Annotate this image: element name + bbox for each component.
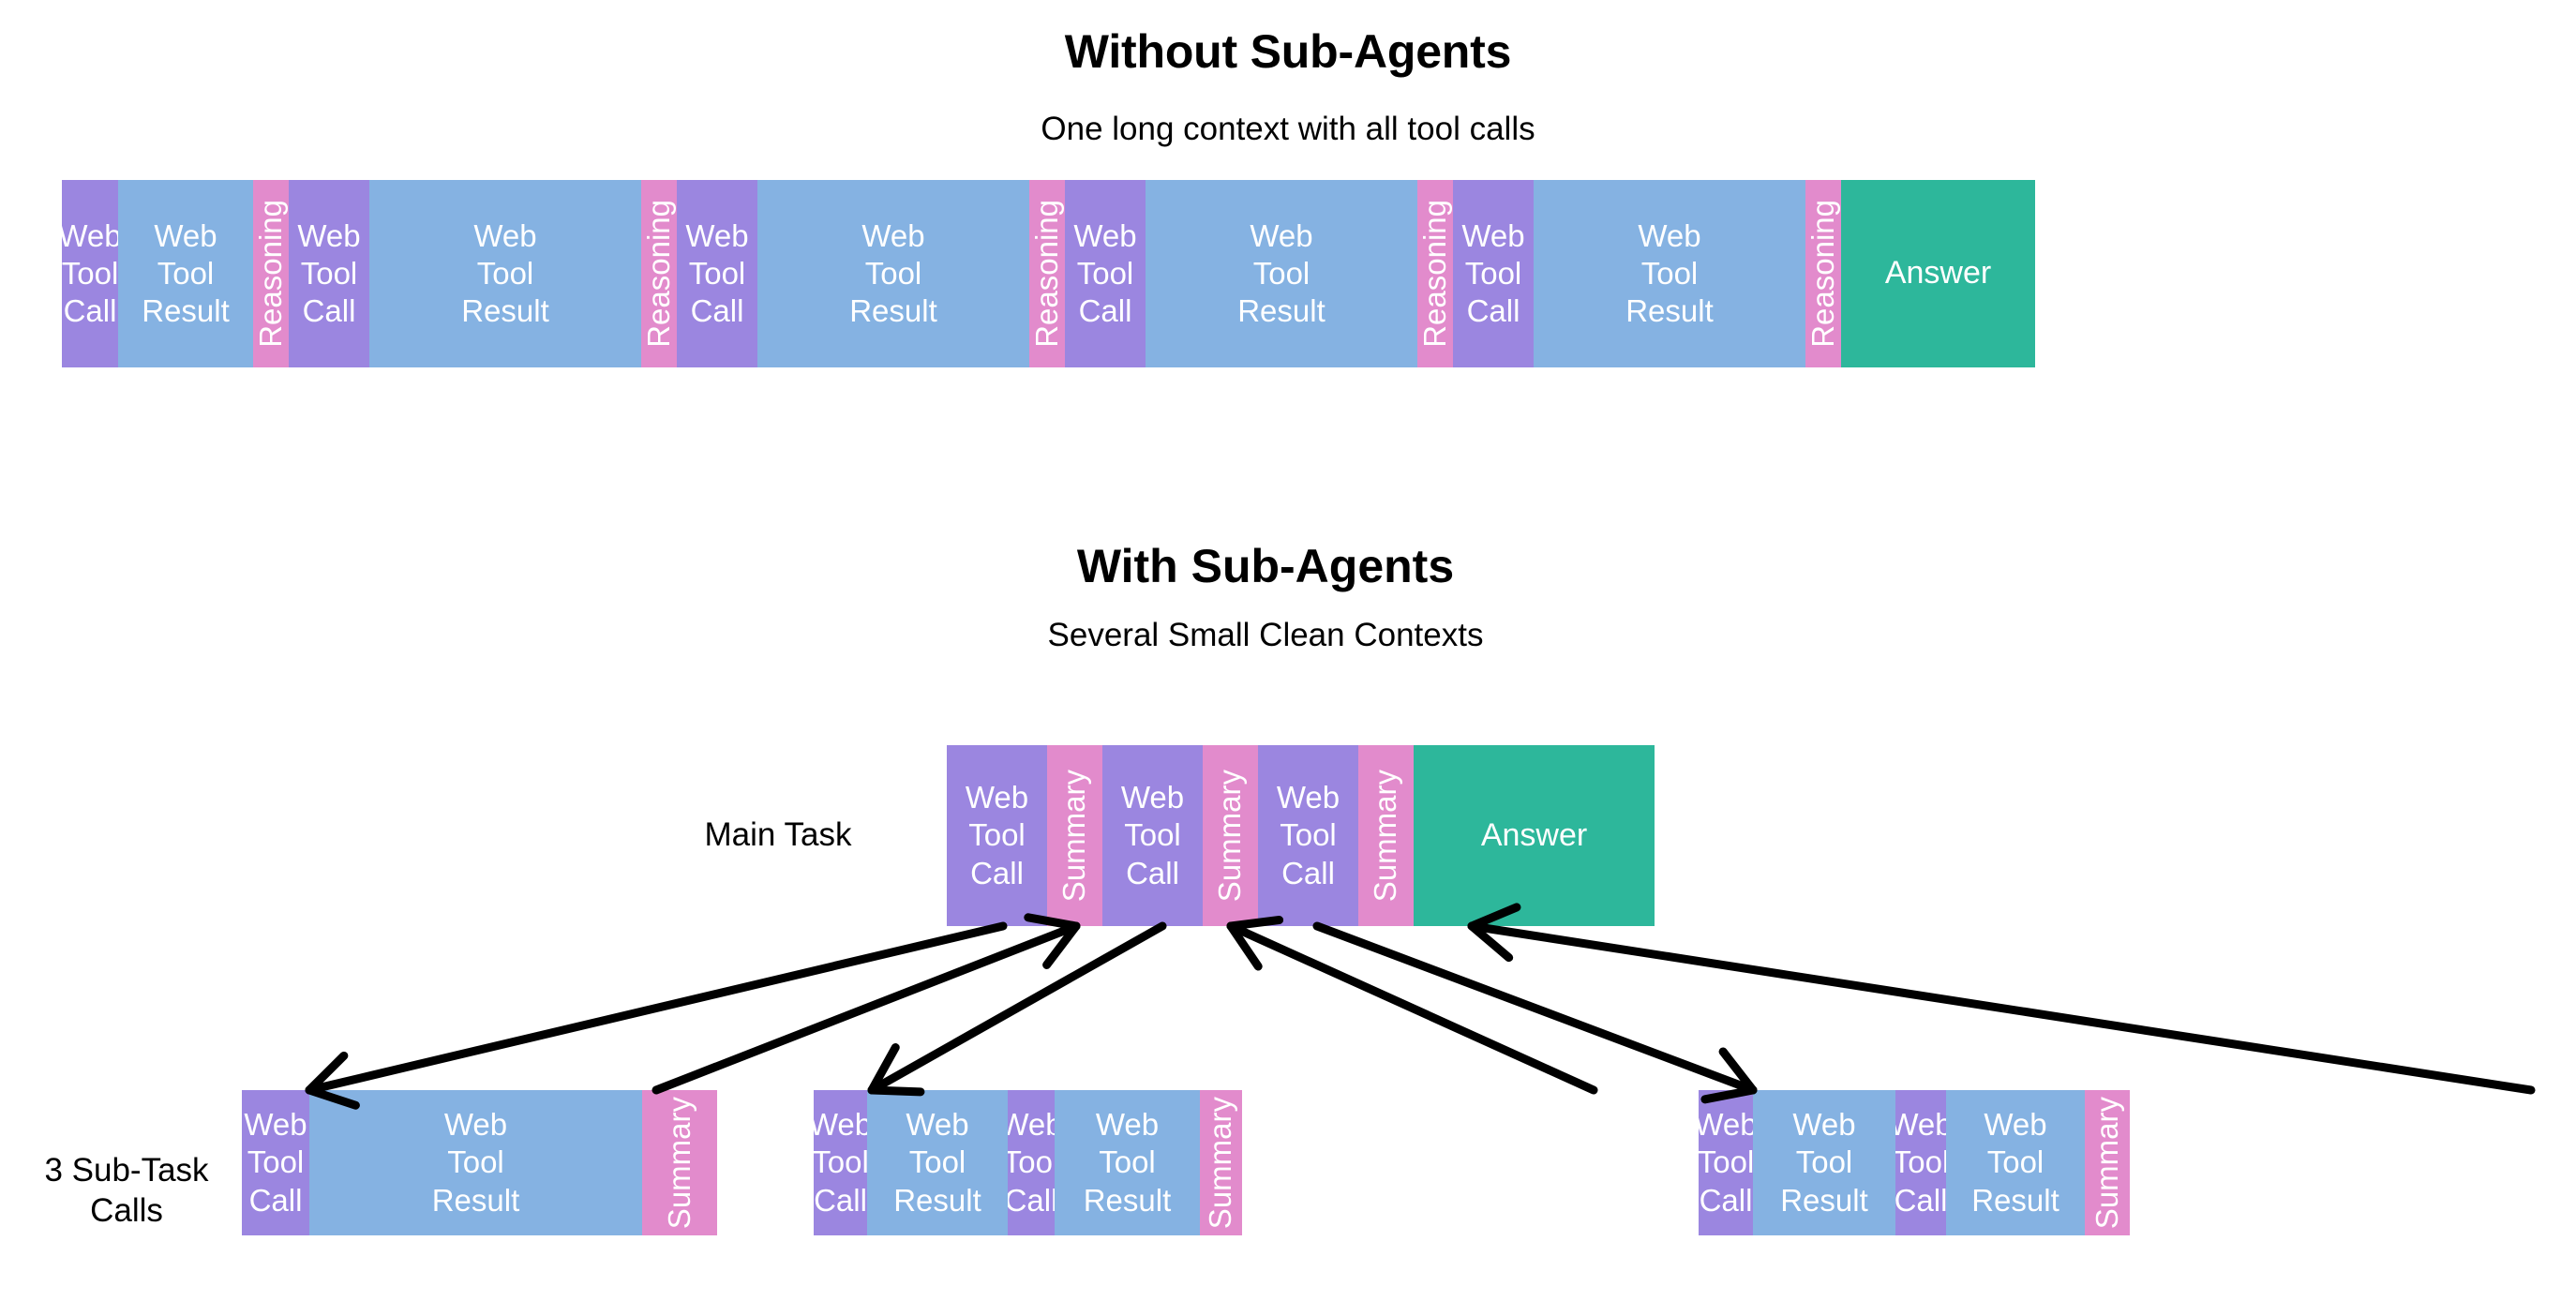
context-segment-summary: Summary — [1203, 745, 1258, 926]
context-segment-tool-call: Web Tool Call — [1699, 1090, 1753, 1235]
arrowhead-stroke — [1718, 1047, 1758, 1095]
with-subagents-subtitle: Several Small Clean Contexts — [1047, 617, 1484, 653]
subtask-calls-row-label: 3 Sub-Task Calls — [44, 1152, 209, 1229]
context-segment-label: Web Tool Call — [244, 1107, 307, 1218]
context-segment-label: Answer — [1884, 255, 1992, 292]
context-segment-label: Reasoning — [1805, 200, 1840, 348]
context-segment-reasoning: Reasoning — [1417, 180, 1453, 367]
context-segment-tool-result: Web Tool Result — [757, 180, 1029, 367]
subtask-bar-2: Web Tool Call Web Tool Result Web Tool Cal… — [814, 1090, 1242, 1235]
context-segment-label: Summary — [1212, 769, 1248, 903]
context-segment-tool-result: Web Tool Result — [309, 1090, 642, 1235]
context-segment-label: Reasoning — [1029, 200, 1064, 348]
context-segment-label: Web Tool Call — [965, 780, 1029, 890]
context-segment-tool-call: Web Tool Call — [947, 745, 1047, 926]
context-segment-label: Web Tool Result — [461, 217, 549, 329]
arrow-dispatch-to-subtask-1 — [305, 921, 1008, 1110]
context-segment-tool-call: Web Tool Call — [1102, 745, 1203, 926]
context-segment-label: Web Tool Call — [1699, 1107, 1753, 1218]
single-long-context-bar: Web Tool Call Web Tool Result Reasoning Web… — [62, 180, 2513, 367]
context-segment-label: Web Tool Result — [893, 1107, 981, 1218]
context-segment-label: Summary — [1203, 1096, 1238, 1230]
arrowhead-stroke — [1226, 921, 1263, 971]
arrow-return-from-subtask-2 — [1226, 916, 1598, 1095]
main-task-row-label: Main Task — [704, 816, 852, 853]
context-segment-answer: Answer — [1841, 180, 2035, 367]
context-segment-label: Web Tool Call — [1461, 217, 1525, 329]
context-segment-label: Web Tool Call — [1073, 217, 1137, 329]
context-segment-label: Web Tool Call — [1276, 780, 1340, 890]
subtask-bar-3: Web Tool Call Web Tool Result Web Tool Cal… — [1699, 1090, 2130, 1235]
context-segment-label: Web Tool Call — [1120, 780, 1185, 890]
context-segment-tool-result: Web Tool Result — [118, 180, 253, 367]
arrowhead-stroke — [1467, 921, 1514, 963]
context-segment-tool-result: Web Tool Result — [867, 1090, 1008, 1235]
context-segment-reasoning: Reasoning — [1805, 180, 1841, 367]
context-segment-answer: Answer — [1414, 745, 1655, 926]
context-segment-tool-result: Web Tool Result — [1753, 1090, 1895, 1235]
context-segment-tool-call: Web Tool Call — [1895, 1090, 1946, 1235]
context-segment-tool-result: Web Tool Result — [1055, 1090, 1200, 1235]
context-segment-tool-result: Web Tool Result — [1946, 1090, 2085, 1235]
context-segment-tool-result: Web Tool Result — [369, 180, 641, 367]
context-segment-summary: Summary — [2085, 1090, 2130, 1235]
subtask-bar-1: Web Tool Call Web Tool Result Summary — [242, 1090, 717, 1235]
arrowhead-stroke — [305, 1051, 349, 1095]
context-segment-label: Reasoning — [641, 200, 676, 348]
arrowhead-stroke — [867, 1043, 900, 1095]
context-segment-label: Web Tool Call — [62, 217, 118, 329]
context-segment-label: Web Tool Result — [1237, 217, 1325, 329]
context-segment-summary: Summary — [1047, 745, 1102, 926]
context-segment-label: Summary — [2089, 1096, 2124, 1230]
context-segment-label: Web Tool Result — [849, 217, 937, 329]
with-subagents-title: With Sub-Agents — [1076, 540, 1455, 592]
context-segment-label: Summary — [1056, 769, 1092, 903]
context-segment-tool-call: Web Tool Call — [1065, 180, 1146, 367]
context-segment-tool-call: Web Tool Call — [242, 1090, 309, 1235]
context-segment-tool-call: Web Tool Call — [1453, 180, 1534, 367]
context-segment-summary: Summary — [1200, 1090, 1242, 1235]
context-segment-reasoning: Reasoning — [1029, 180, 1065, 367]
context-segment-label: Web Tool Result — [142, 217, 230, 329]
context-segment-tool-call: Web Tool Call — [677, 180, 757, 367]
context-segment-tool-call: Web Tool Call — [1258, 745, 1358, 926]
context-segment-summary: Summary — [642, 1090, 717, 1235]
context-segment-summary: Summary — [1358, 745, 1414, 926]
without-subagents-title: Without Sub-Agents — [1064, 25, 1512, 78]
context-segment-label: Answer — [1480, 816, 1588, 853]
context-segment-label: Summary — [1368, 769, 1403, 903]
context-segment-label: Web Tool Result — [1083, 1107, 1172, 1218]
main-task-context-bar: Web Tool Call Summary Web Tool Call Summary… — [947, 745, 1655, 926]
context-segment-label: Web Tool Call — [814, 1107, 867, 1218]
context-segment-reasoning: Reasoning — [253, 180, 289, 367]
arrow-return-from-subtask-1 — [651, 913, 1081, 1095]
context-segment-label: Web Tool Call — [1895, 1107, 1946, 1218]
context-segment-tool-result: Web Tool Result — [1146, 180, 1417, 367]
context-segment-tool-call: Web Tool Call — [814, 1090, 867, 1235]
context-segment-label: Reasoning — [253, 200, 288, 348]
context-segment-tool-call: Web Tool Call — [1008, 1090, 1055, 1235]
context-segment-label: Reasoning — [1417, 200, 1452, 348]
arrow-return-from-subtask-3 — [1467, 903, 2536, 1095]
context-segment-label: Summary — [661, 1096, 696, 1230]
context-segment-label: Web Tool Call — [685, 217, 749, 329]
context-segment-label: Web Tool Result — [431, 1107, 520, 1218]
without-subagents-subtitle: One long context with all tool calls — [1041, 111, 1535, 147]
context-segment-label: Web Tool Call — [297, 217, 361, 329]
context-segment-tool-call: Web Tool Call — [289, 180, 369, 367]
context-segment-tool-call: Web Tool Call — [62, 180, 118, 367]
context-segment-label: Web Tool Call — [1008, 1107, 1055, 1218]
arrow-dispatch-to-subtask-2 — [867, 921, 1167, 1097]
context-segment-label: Web Tool Result — [1971, 1107, 2059, 1218]
arrow-dispatch-to-subtask-3 — [1312, 921, 1758, 1104]
context-segment-reasoning: Reasoning — [641, 180, 677, 367]
context-segment-label: Web Tool Result — [1780, 1107, 1868, 1218]
arrowhead-stroke — [1042, 921, 1081, 969]
context-segment-tool-result: Web Tool Result — [1534, 180, 1805, 367]
context-segment-label: Web Tool Result — [1625, 217, 1714, 329]
